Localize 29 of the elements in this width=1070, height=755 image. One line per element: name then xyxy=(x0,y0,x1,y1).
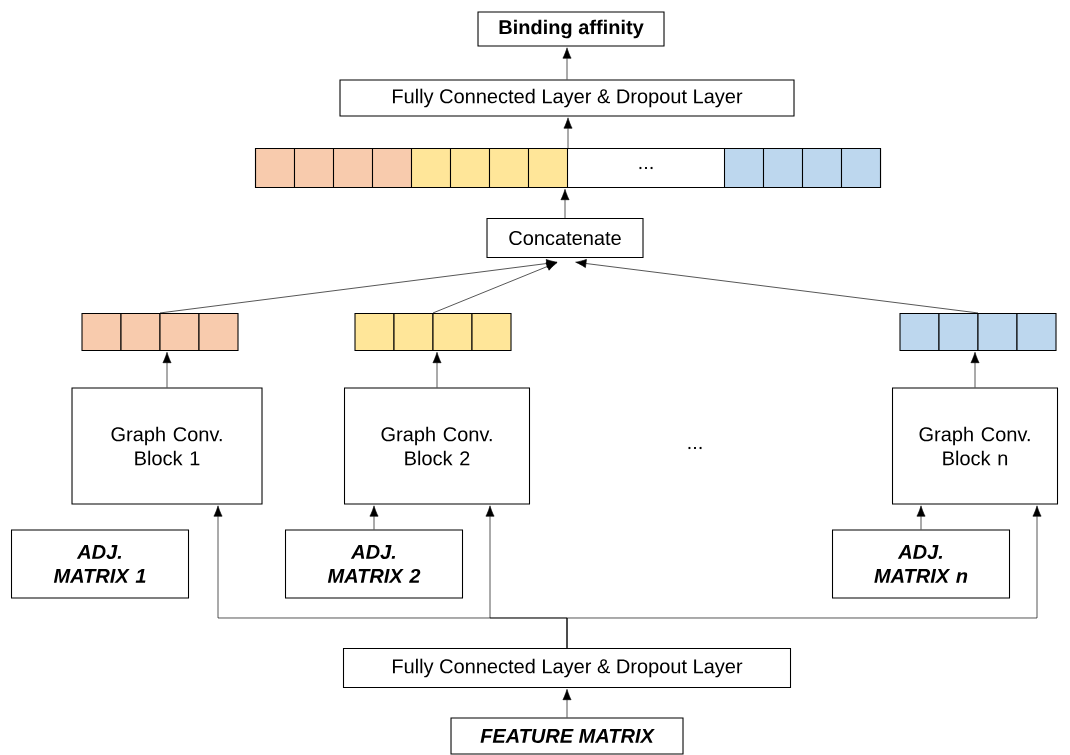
input-box: ADJ. MATRIX n xyxy=(831,529,1011,599)
arrow xyxy=(562,689,572,718)
feature-vector xyxy=(81,312,239,352)
graph-conv-block: Graph Conv. Block 1 xyxy=(71,387,263,505)
arrow xyxy=(970,352,980,388)
input-box: ADJ. MATRIX 2 xyxy=(284,529,464,599)
feature-vector xyxy=(354,312,512,352)
arrow xyxy=(159,259,558,314)
input-box: ADJ. MATRIX 1 xyxy=(10,529,190,599)
arrow xyxy=(916,505,926,530)
arrow xyxy=(566,505,1042,649)
graph-conv-block: Graph Conv. Block 2 xyxy=(343,387,531,505)
arrow xyxy=(563,117,573,149)
input-box: FEATURE MATRIX xyxy=(450,717,684,755)
graph-conv-block: Graph Conv. Block n xyxy=(891,387,1059,505)
arrow xyxy=(369,505,379,530)
arrow xyxy=(162,352,172,388)
arrow xyxy=(432,262,558,314)
concatenated-vector: ... xyxy=(254,147,882,189)
arrow xyxy=(562,47,572,80)
concatenate-box: Concatenate xyxy=(486,217,644,259)
arrow xyxy=(560,189,570,219)
layer-box: Fully Connected Layer & Dropout Layer xyxy=(342,647,792,689)
output-box: Binding affinity xyxy=(477,11,665,47)
feature-vector xyxy=(899,312,1057,352)
arrow xyxy=(432,352,442,388)
layer-box: Fully Connected Layer & Dropout Layer xyxy=(339,79,795,117)
ellipsis: ... xyxy=(688,446,702,450)
arrow xyxy=(575,259,979,314)
